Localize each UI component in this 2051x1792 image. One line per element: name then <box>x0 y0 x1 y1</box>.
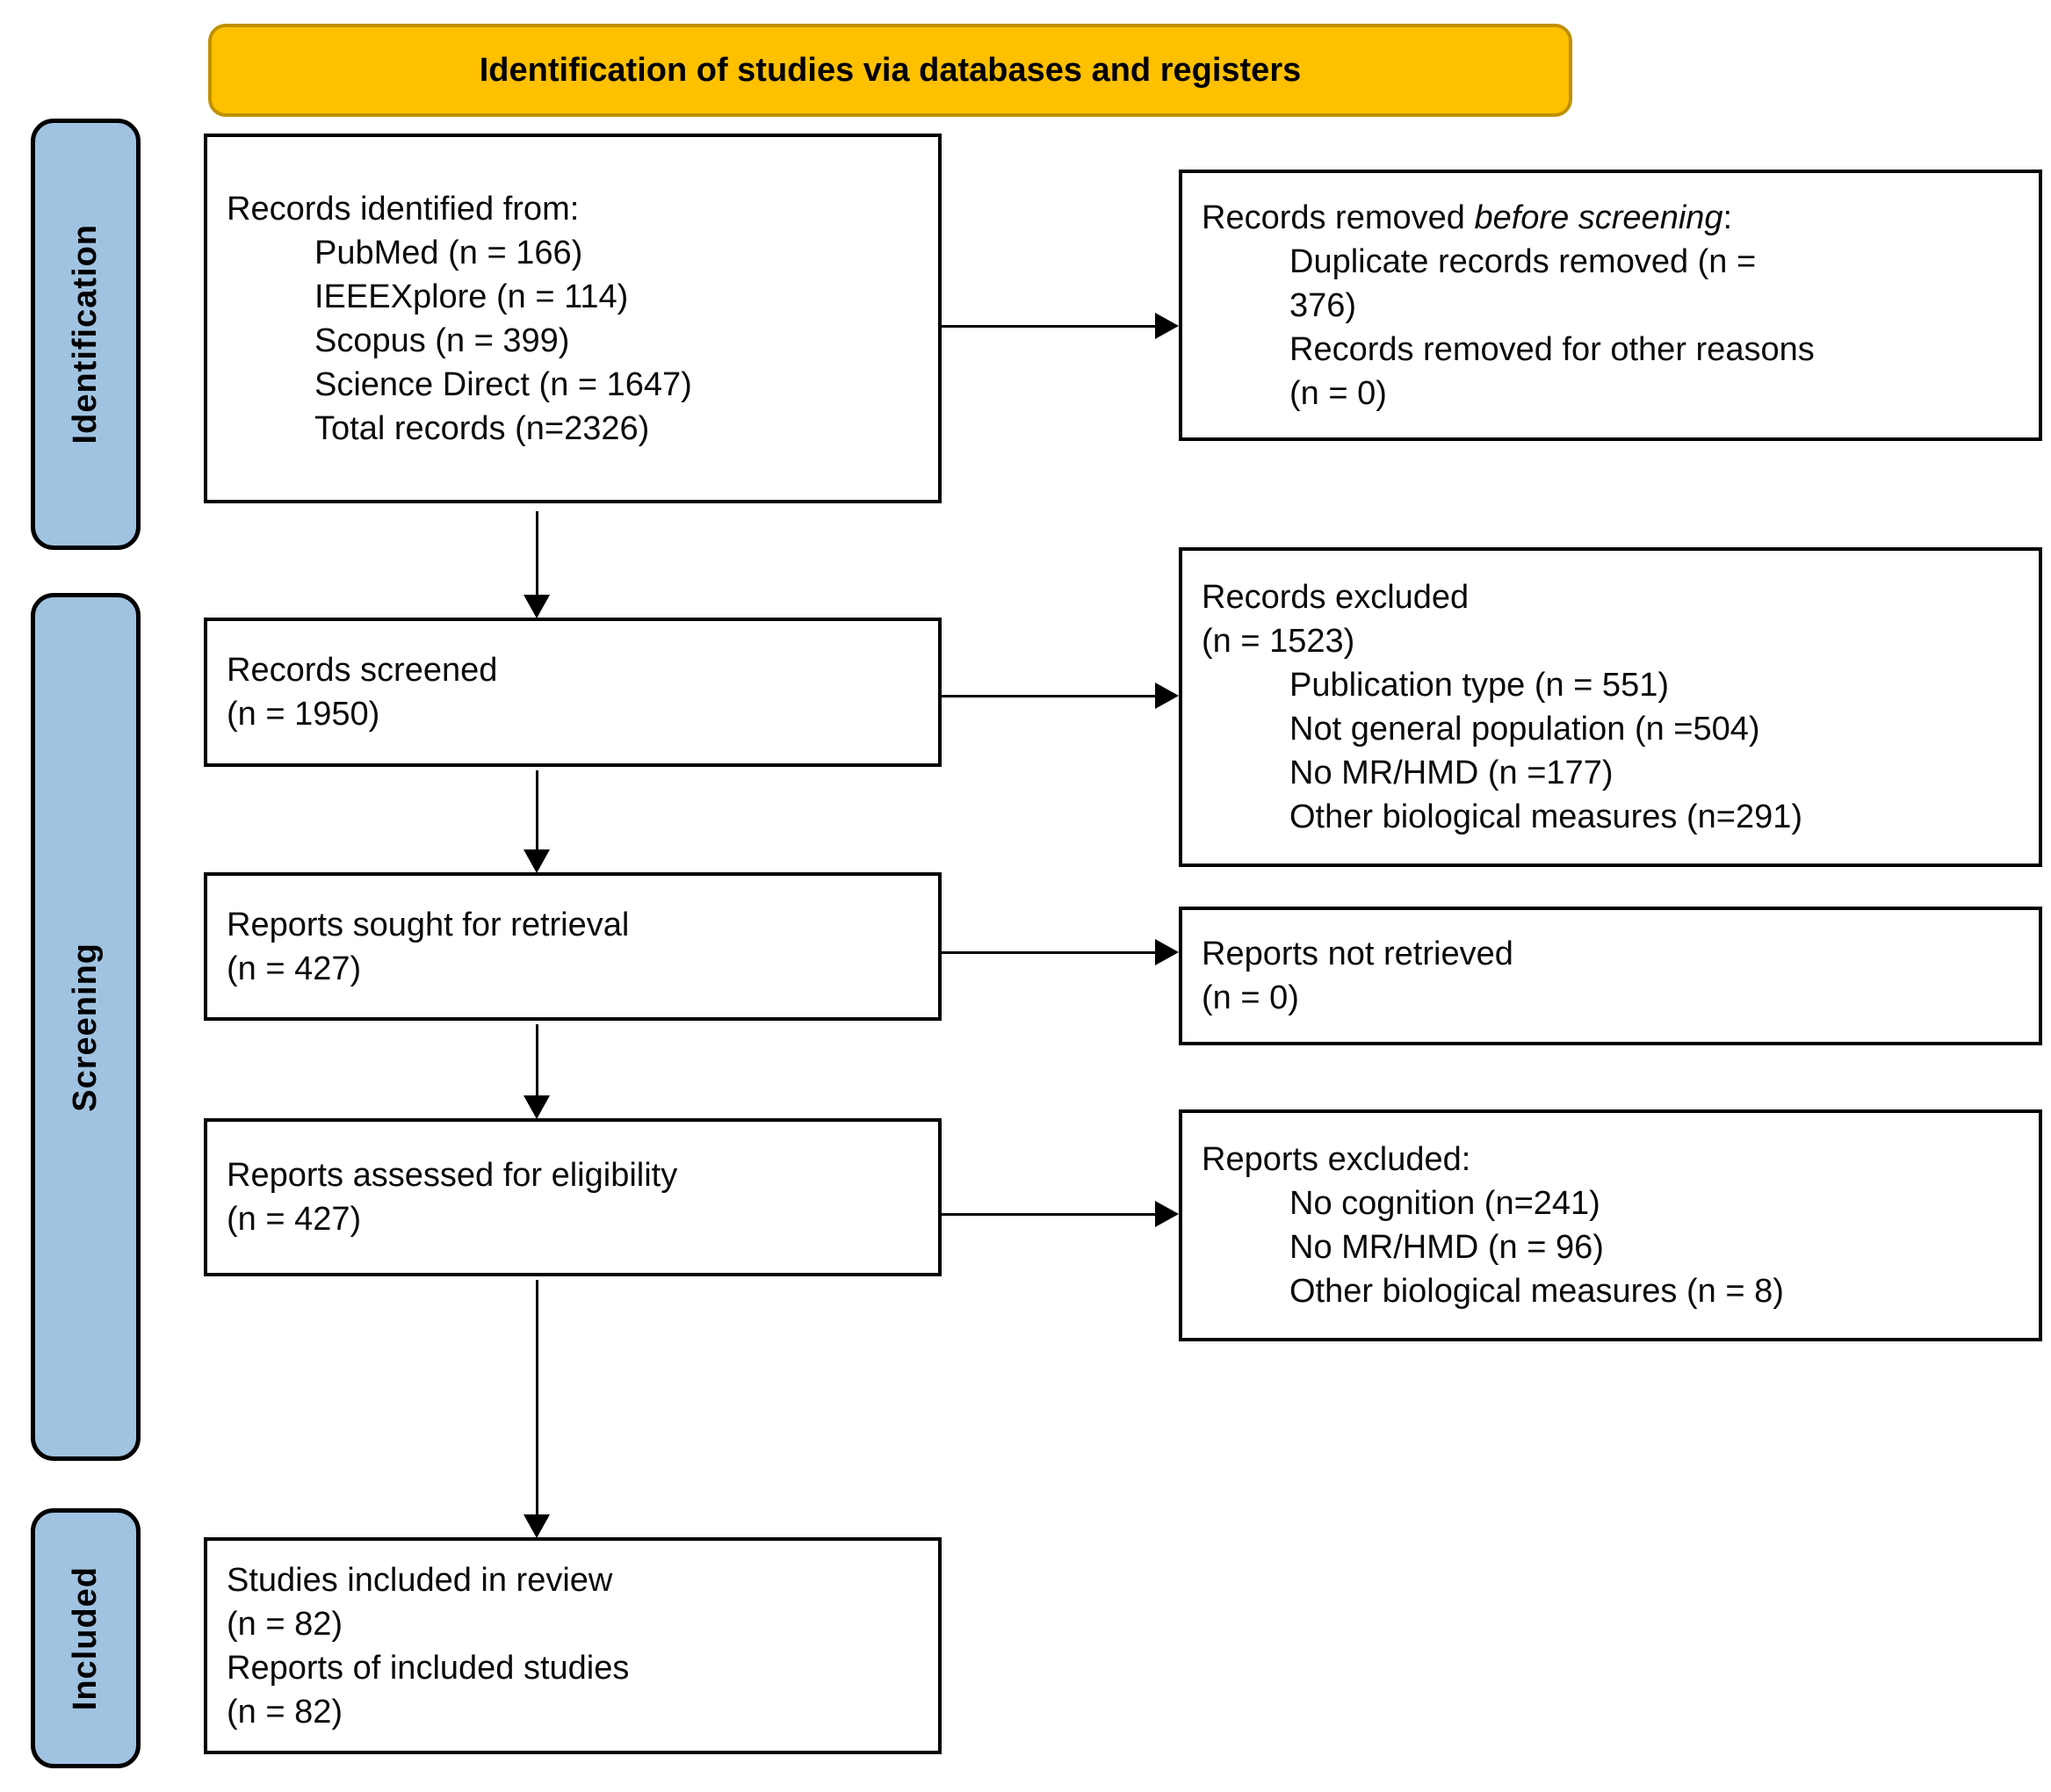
box-reports-assessed-title: Reports assessed for eligibility <box>227 1157 678 1194</box>
source-science-direct: Science Direct (n = 1647) <box>314 365 692 403</box>
right-arrow-2-icon <box>1155 683 1179 709</box>
box-reports-sought: Reports sought for retrieval (n = 427) <box>204 872 942 1021</box>
box-studies-included: Studies included in review (n = 82) Repo… <box>204 1537 942 1754</box>
down-arrow-4-line <box>536 1280 538 1514</box>
duplicates-removed-line1: Duplicate records removed (n = <box>1289 242 1757 280</box>
box-reports-assessed-count: (n = 427) <box>227 1201 362 1238</box>
right-arrow-1-line <box>942 325 1156 328</box>
reports-not-retrieved-count: (n = 0) <box>1202 979 1299 1016</box>
source-scopus: Scopus (n = 399) <box>314 322 570 359</box>
box-reports-excluded: Reports excluded: No cognition (n=241) N… <box>1179 1109 2042 1341</box>
studies-included-title: Studies included in review <box>227 1561 613 1599</box>
box-reports-not-retrieved: Reports not retrieved (n = 0) <box>1179 907 2042 1045</box>
excluded-publication-type: Publication type (n = 551) <box>1289 667 1669 704</box>
box-records-screened-count: (n = 1950) <box>227 696 380 733</box>
box-records-identified: Records identified from: PubMed (n = 166… <box>204 134 942 503</box>
box-records-removed-title: Records removed before screening: <box>1202 196 2025 240</box>
down-arrow-3-icon <box>524 1095 550 1119</box>
stage-label-identification-text: Identification <box>67 224 104 444</box>
right-arrow-4-line <box>942 1213 1156 1216</box>
source-total-records: Total records (n=2326) <box>314 409 650 447</box>
box-records-removed: Records removed before screening: Duplic… <box>1179 170 2042 441</box>
other-reasons-line1: Records removed for other reasons <box>1289 330 1815 368</box>
excluded-other-biological: Other biological measures (n=291) <box>1289 798 1803 835</box>
records-excluded-title: Records excluded <box>1202 579 1470 616</box>
down-arrow-1-line <box>536 511 538 595</box>
header-banner: Identification of studies via databases … <box>208 24 1572 117</box>
studies-included-count: (n = 82) <box>227 1605 343 1643</box>
duplicates-removed-line2: 376) <box>1289 286 1357 324</box>
box-records-screened: Records screened (n = 1950) <box>204 618 942 767</box>
stage-label-included-text: Included <box>67 1565 104 1711</box>
box-records-identified-title: Records identified from: <box>227 190 580 228</box>
records-removed-prefix: Records removed <box>1202 199 1475 236</box>
box-reports-assessed: Reports assessed for eligibility (n = 42… <box>204 1118 942 1276</box>
right-arrow-3-icon <box>1155 939 1179 965</box>
stage-label-screening-text: Screening <box>67 942 104 1112</box>
excluded-no-mr-hmd-2: No MR/HMD (n = 96) <box>1289 1229 1604 1266</box>
excluded-no-cognition: No cognition (n=241) <box>1289 1185 1600 1222</box>
reports-not-retrieved-title: Reports not retrieved <box>1202 936 1513 972</box>
records-removed-italic: before screening <box>1474 199 1723 236</box>
source-ieeexplore: IEEEXplore (n = 114) <box>314 278 629 315</box>
box-reports-sought-count: (n = 427) <box>227 950 362 987</box>
records-removed-suffix: : <box>1722 199 1733 236</box>
stage-label-screening: Screening <box>31 593 141 1461</box>
right-arrow-2-line <box>942 695 1156 697</box>
box-records-screened-title: Records screened <box>227 652 498 689</box>
excluded-no-mr-hmd: No MR/HMD (n =177) <box>1289 755 1614 791</box>
box-reports-sought-title: Reports sought for retrieval <box>227 906 630 943</box>
other-reasons-line2: (n = 0) <box>1289 374 1387 412</box>
down-arrow-4-icon <box>524 1514 550 1538</box>
down-arrow-3-line <box>536 1024 538 1095</box>
excluded-not-general-population: Not general population (n =504) <box>1289 711 1760 748</box>
reports-excluded-title: Reports excluded: <box>1202 1141 1471 1178</box>
right-arrow-1-icon <box>1155 313 1179 339</box>
header-banner-label: Identification of studies via databases … <box>479 51 1302 89</box>
right-arrow-3-line <box>942 951 1156 954</box>
stage-label-included: Included <box>31 1508 141 1768</box>
right-arrow-4-icon <box>1155 1201 1179 1227</box>
excluded-other-biological-2: Other biological measures (n = 8) <box>1289 1273 1784 1310</box>
records-excluded-count: (n = 1523) <box>1202 623 1355 660</box>
stage-label-identification: Identification <box>31 119 141 550</box>
down-arrow-2-icon <box>524 849 550 873</box>
source-pubmed: PubMed (n = 166) <box>314 234 583 271</box>
reports-included-title: Reports of included studies <box>227 1649 630 1687</box>
reports-included-count: (n = 82) <box>227 1693 343 1731</box>
down-arrow-1-icon <box>524 595 550 618</box>
box-records-excluded: Records excluded (n = 1523) Publication … <box>1179 547 2042 867</box>
down-arrow-2-line <box>536 770 538 849</box>
